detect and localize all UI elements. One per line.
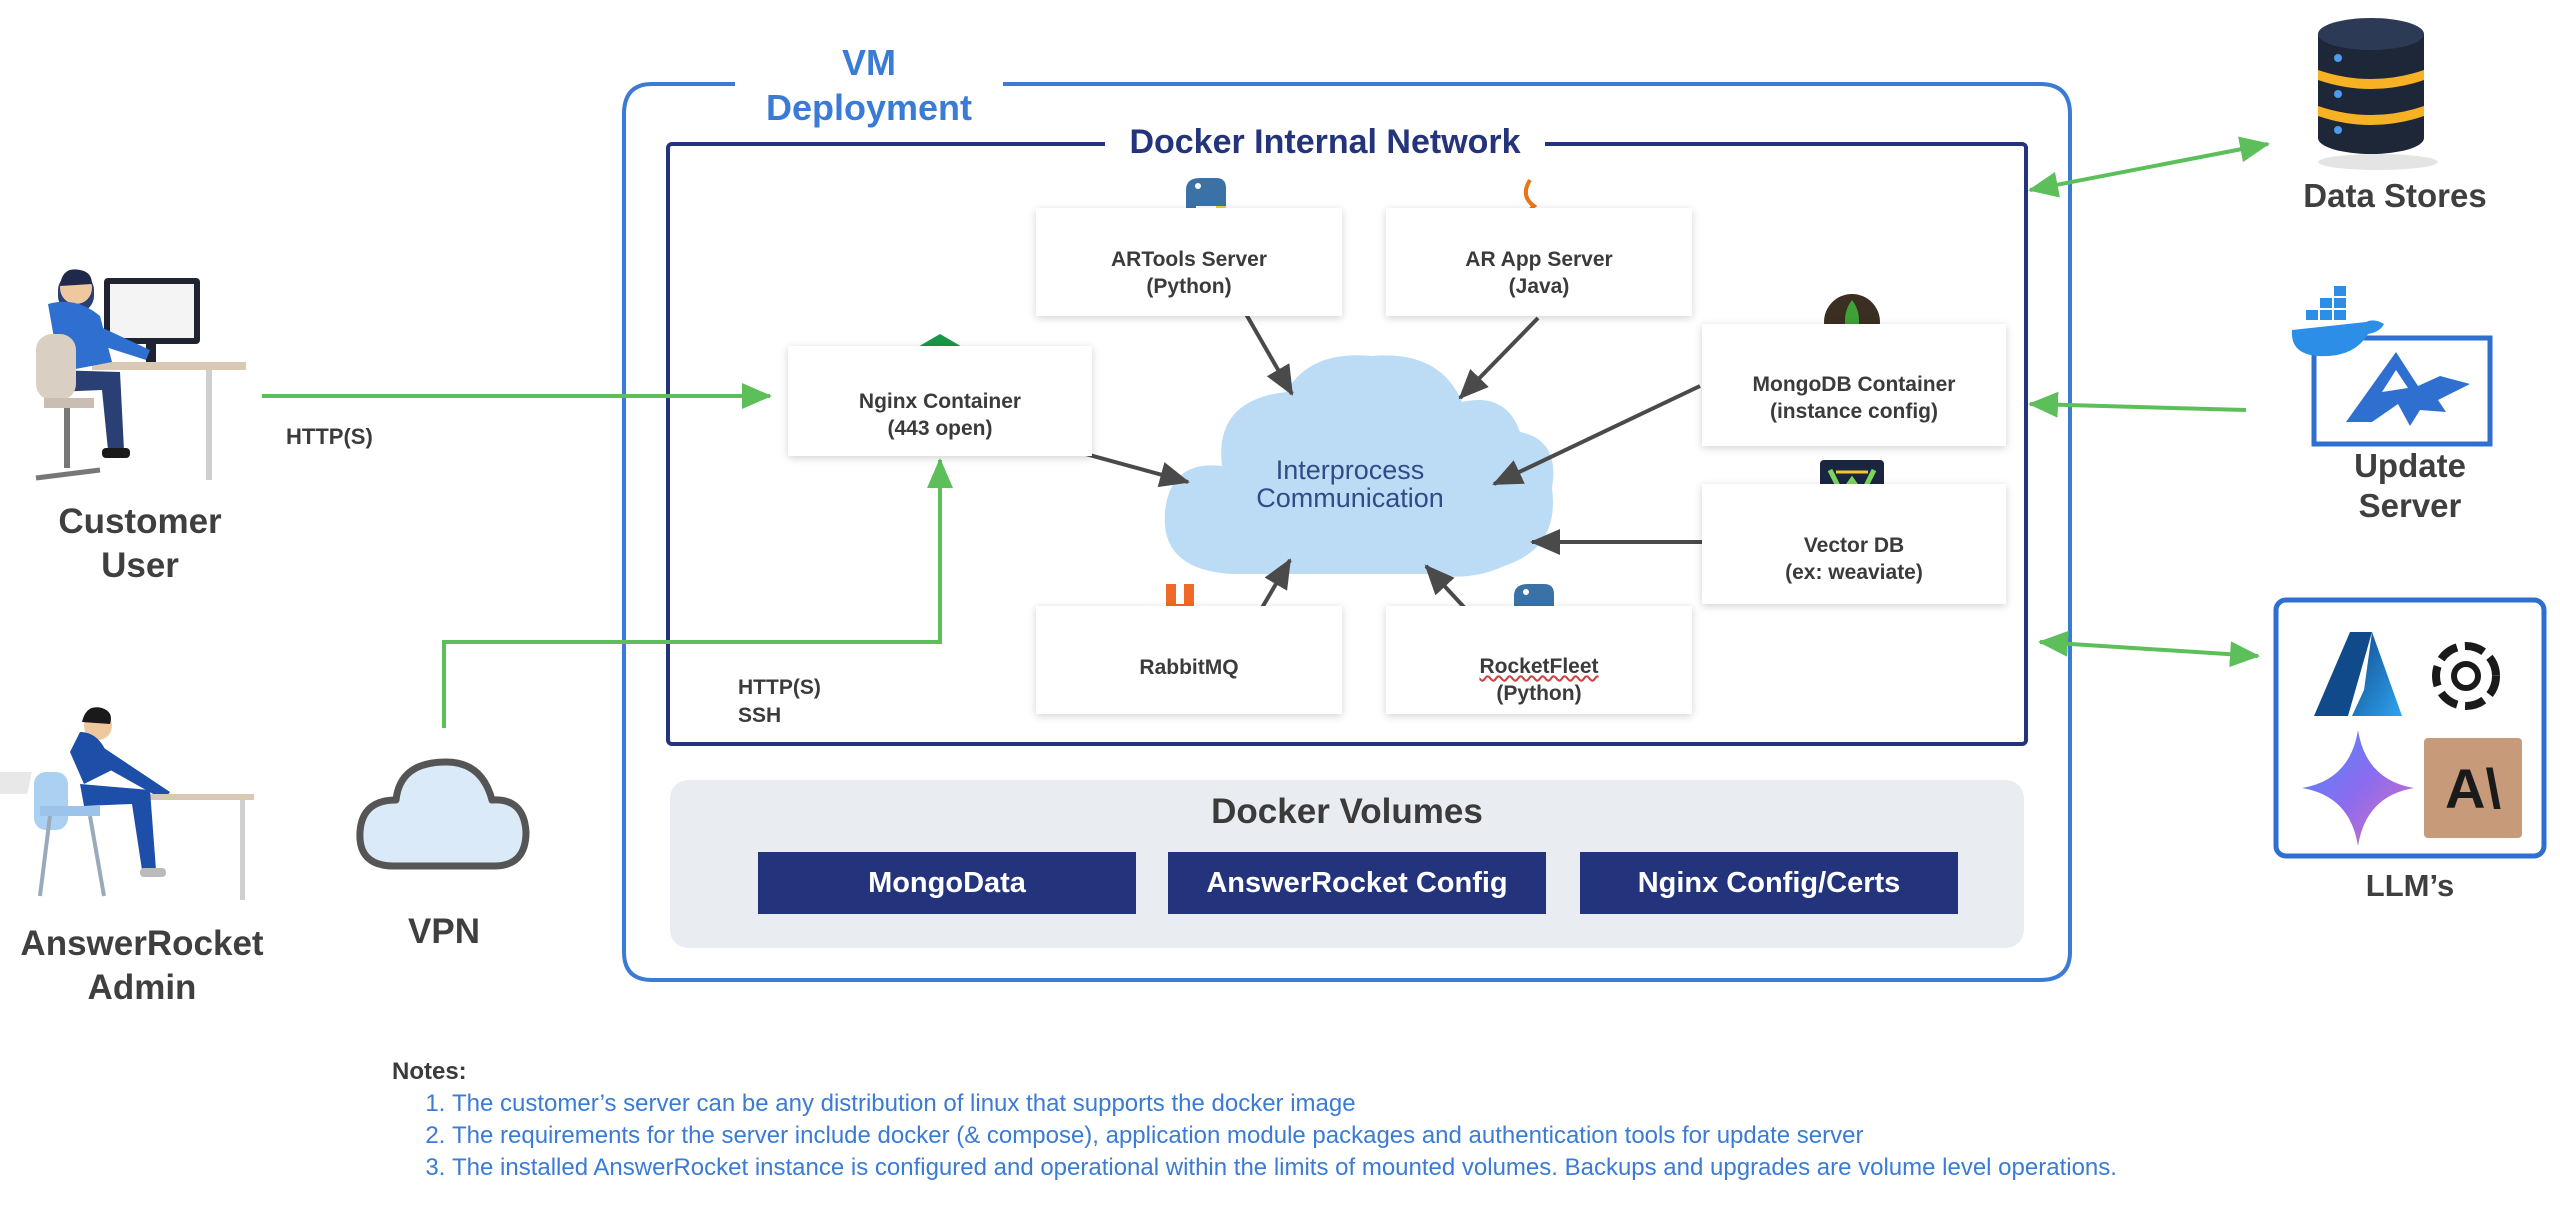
vpn-protocol-label: HTTP(S) SSH — [738, 674, 821, 730]
customer-user-icon — [35, 269, 246, 481]
ar-app-server-box: AR App Server (Java) — [1386, 208, 1692, 316]
docker-whale-icon — [2291, 286, 2384, 357]
ipc-cloud — [1164, 355, 1554, 577]
notes-list: The customer’s server can be any distrib… — [392, 1088, 2117, 1184]
arapp-runtime: (Java) — [1508, 275, 1570, 298]
azure-icon — [2314, 632, 2402, 716]
update-label-line2: Server — [2358, 487, 2462, 524]
llms-label: LLM’s — [2365, 868, 2455, 903]
mongodb-config: (instance config) — [1769, 400, 1938, 423]
anthropic-icon — [2424, 738, 2522, 838]
update-server-label: Update Server — [2300, 446, 2520, 526]
customer-label-line2: User — [101, 546, 179, 585]
volume-mongodata: MongoData — [758, 852, 1136, 914]
rocketfleet-label: RocketFleet — [1479, 655, 1599, 678]
vpn-cloud-icon — [356, 758, 530, 870]
llms-arrow — [2038, 630, 2260, 668]
ipc-label: Interprocess Communication — [1200, 456, 1500, 512]
rocketfleet-box: RocketFleet (Python) — [1386, 606, 1692, 714]
arapp-label: AR App Server — [1465, 248, 1613, 271]
mongodb-label: MongoDB Container — [1752, 373, 1956, 396]
vm-title-line1: VM — [842, 42, 896, 83]
data-stores-label: Data Stores — [2303, 177, 2487, 214]
docker-network-frame — [666, 130, 2028, 746]
gemini-icon — [2302, 730, 2414, 846]
volume-nginx-config: Nginx Config/Certs — [1580, 852, 1958, 914]
admin-label-line1: AnswerRocket — [20, 924, 264, 963]
customer-user-label: Customer User — [20, 500, 260, 588]
mongodb-container-box: MongoDB Container (instance config) — [1702, 324, 2006, 446]
admin-label: AnswerRocket Admin — [0, 922, 284, 1010]
llms-group — [2273, 597, 2547, 859]
customer-label-line1: Customer — [58, 502, 222, 541]
ipc-line2: Communication — [1256, 483, 1444, 513]
docker-volumes-title: Docker Volumes — [1211, 792, 1483, 831]
answerrocket-logo-icon — [2346, 352, 2470, 426]
admin-label-line2: Admin — [87, 968, 197, 1007]
ipc-line1: Interprocess — [1275, 455, 1425, 485]
vm-deployment-frame — [622, 70, 2072, 982]
nginx-label: Nginx Container — [858, 390, 1022, 413]
vpn-protocol-https: HTTP(S) — [738, 676, 821, 699]
vectordb-example: (ex: weaviate) — [1785, 561, 1923, 584]
docker-network-title: Docker Internal Network — [1129, 123, 1521, 161]
rabbitmq-label: RabbitMQ — [1139, 655, 1239, 679]
artools-label: ARTools Server — [1111, 248, 1267, 271]
admin-icon — [0, 707, 254, 900]
anthropic-icon-glyph: A\ — [2445, 756, 2501, 820]
artools-to-ipc-arrow — [1244, 313, 1294, 396]
vector-db-box: Vector DB (ex: weaviate) — [1702, 484, 2006, 604]
notes-section: Notes: The customer’s server can be any … — [392, 1056, 2117, 1184]
rocketfleet-runtime: (Python) — [1496, 682, 1582, 705]
update-label-line1: Update — [2354, 447, 2466, 484]
openai-icon — [2432, 642, 2500, 710]
note-item: The requirements for the server include … — [452, 1120, 2117, 1152]
nginx-container-box: Nginx Container (443 open) — [788, 346, 1092, 456]
update-server-group — [2291, 286, 2493, 447]
nginx-port: (443 open) — [887, 417, 993, 440]
note-item: The customer’s server can be any distrib… — [452, 1088, 2117, 1120]
vectordb-label: Vector DB — [1803, 534, 1905, 557]
vpn-label: VPN — [408, 912, 480, 951]
notes-header: Notes: — [392, 1058, 467, 1085]
vm-title-line2: Deployment — [765, 87, 973, 128]
update-server-arrow — [2028, 391, 2247, 418]
vm-deployment-title: VM Deployment — [735, 40, 1003, 130]
nginx-icon-letter: N — [929, 345, 951, 378]
rabbitmq-box: RabbitMQ — [1036, 606, 1342, 714]
vpn-to-nginx-arrow — [442, 458, 953, 728]
datastores-arrow — [2028, 136, 2270, 198]
artools-runtime: (Python) — [1146, 275, 1232, 298]
database-icon — [2318, 18, 2438, 170]
volume-answerrocket-config: AnswerRocket Config — [1168, 852, 1546, 914]
arapp-to-ipc-arrow — [1458, 316, 1540, 400]
artools-server-box: ARTools Server (Python) — [1036, 208, 1342, 316]
customer-protocol-label: HTTP(S) — [286, 424, 373, 449]
mongodb-to-ipc-arrow — [1492, 384, 1701, 486]
note-item: The installed AnswerRocket instance is c… — [452, 1152, 2117, 1184]
vpn-protocol-ssh: SSH — [738, 704, 782, 727]
